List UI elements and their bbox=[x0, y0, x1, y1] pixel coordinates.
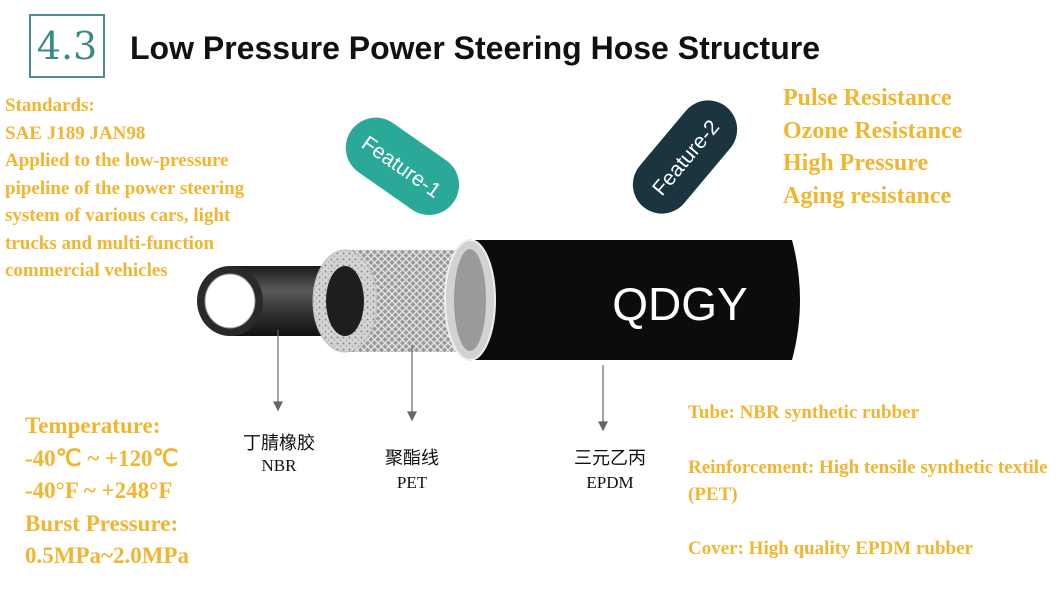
page-title: Low Pressure Power Steering Hose Structu… bbox=[130, 30, 820, 66]
layer-label-pet-cn: 聚酯线 bbox=[385, 448, 439, 469]
burst-pressure-heading: Burst Pressure: bbox=[25, 510, 179, 536]
standards-heading: Standards: bbox=[5, 95, 95, 116]
tube-bore bbox=[204, 273, 256, 329]
reinforcement-layer bbox=[345, 250, 470, 352]
burst-pressure-value: 0.5MPa~2.0MPa bbox=[25, 543, 189, 568]
standards-line: system of various cars, light bbox=[5, 205, 231, 226]
feature-1-badge: Feature-1 bbox=[345, 117, 460, 215]
layer-label-epdm-en: EPDM bbox=[586, 473, 634, 492]
feature-list: Pulse Resistance Ozone Resistance High P… bbox=[783, 82, 962, 212]
cover-end-inner bbox=[454, 249, 486, 351]
feature-2-badge: Feature-2 bbox=[632, 100, 738, 214]
standards-code: SAE J189 JAN98 bbox=[5, 122, 146, 144]
temperature-heading: Temperature: bbox=[25, 413, 161, 438]
component-tube: Tube: NBR synthetic rubber bbox=[688, 402, 920, 423]
layer-label-nbr-cn: 丁腈橡胶 bbox=[243, 433, 315, 454]
feature-item: Ozone Resistance bbox=[783, 117, 963, 144]
layer-label-pet-en: PET bbox=[396, 473, 428, 492]
feature-item: High Pressure bbox=[783, 150, 929, 176]
standards-line: commercial vehicles bbox=[5, 260, 168, 281]
temperature-celsius: -40℃ ~ +120℃ bbox=[25, 445, 179, 471]
standards-line: Applied to the low-pressure bbox=[5, 150, 229, 171]
feature-item: Pulse Resistance bbox=[783, 85, 952, 111]
layer-label-nbr-en: NBR bbox=[261, 456, 297, 475]
standards-line: pipeline of the power steering bbox=[5, 177, 245, 199]
standards-block: Standards: SAE J189 JAN98 Applied to the… bbox=[5, 92, 244, 285]
arrow-epdm bbox=[598, 365, 608, 432]
reinforcement-inner-end bbox=[326, 266, 364, 336]
component-cover: Cover: High quality EPDM rubber bbox=[688, 538, 973, 559]
layer-label-epdm-cn: 三元乙丙 bbox=[574, 448, 646, 469]
cover-layer bbox=[470, 240, 800, 360]
component-reinforcement: Reinforcement: High tensile synthetic te… bbox=[688, 457, 1048, 505]
specs-block: Temperature: -40℃ ~ +120℃ -40°F ~ +248°F… bbox=[25, 410, 189, 573]
feature-item: Aging resistance bbox=[783, 182, 952, 209]
standards-line: trucks and multi-function bbox=[5, 232, 215, 254]
temperature-fahrenheit: -40°F ~ +248°F bbox=[25, 478, 173, 503]
arrow-nbr bbox=[273, 330, 283, 412]
arrow-pet bbox=[407, 345, 417, 422]
section-number-box: 4.3 bbox=[29, 14, 105, 78]
hose-brand-text: QDGY bbox=[612, 278, 747, 330]
